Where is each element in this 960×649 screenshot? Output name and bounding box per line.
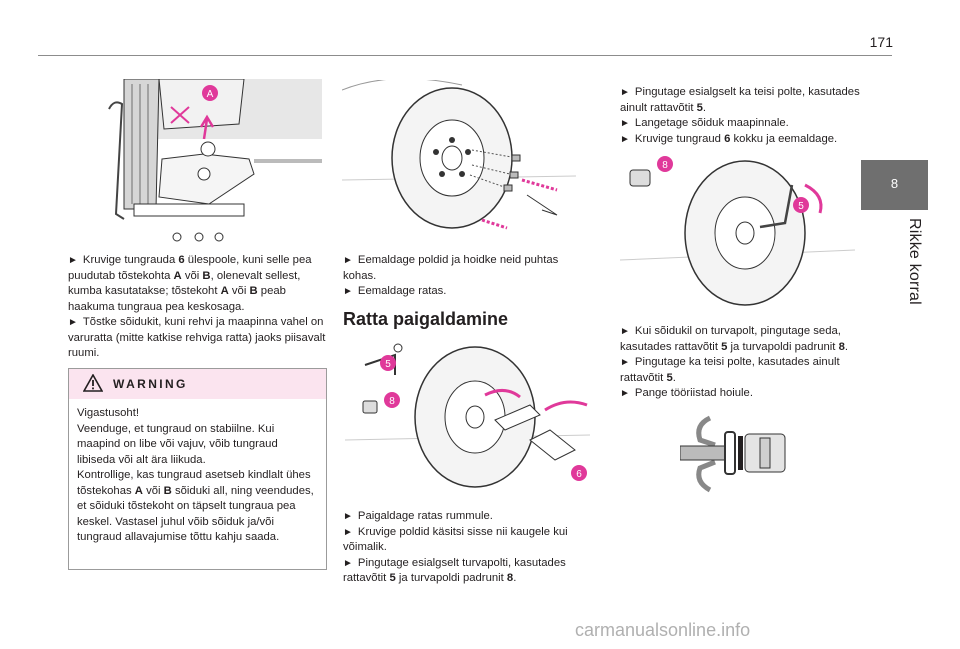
page-number: 171 (869, 34, 893, 50)
col2-lower-steps: ►Paigaldage ratas rummule. ►Kruvige pold… (343, 509, 593, 587)
col1-step-1: ►Kruvige tungrauda 6 ülespoole, kuni sel… (68, 254, 312, 313)
col1-step-2: ►Tõstke sõidukit, kuni rehvi ja maapinna… (68, 316, 326, 359)
callout-5: 5 (798, 201, 804, 212)
col2-step-3: ►Paigaldage ratas rummule. (343, 510, 493, 522)
warning-line-3: Kontrollige, kas tungraud asetseb kindla… (77, 469, 314, 543)
col3-upper-steps: ►Pingutage esialgselt ka teisi polte, ka… (620, 85, 875, 147)
callout-8: 8 (662, 160, 668, 171)
warning-header: WARNING (69, 369, 326, 399)
warning-line-2: Veenduge, et tungraud on stabiilne. Kui … (77, 422, 278, 466)
warning-box: WARNING Vigastusoht! Veenduge, et tungra… (68, 368, 327, 570)
col3-step-6: ►Pange tööriistad hoiule. (620, 387, 753, 399)
wheel-mounting-figure: 5 8 6 (345, 335, 590, 497)
step-arrow-icon: ► (620, 388, 630, 399)
col2-step-1: ►Eemaldage poldid ja hoidke neid puhtas … (343, 254, 559, 282)
col3-lower-steps: ►Kui sõidukil on turvapolt, pingutage se… (620, 324, 875, 402)
step-arrow-icon: ► (68, 317, 78, 328)
chapter-title: Rikke korral (906, 218, 923, 305)
callout-8: 8 (389, 396, 395, 407)
warning-title: WARNING (113, 377, 188, 391)
callout-5: 5 (385, 359, 391, 370)
jack-figure: A (104, 79, 322, 245)
step-arrow-icon: ► (68, 255, 78, 266)
col3-step-3: ►Kruvige tungraud 6 kokku ja eemaldage. (620, 132, 838, 145)
section-heading: Ratta paigaldamine (343, 309, 509, 329)
chapter-tab: 8 (861, 160, 928, 210)
step-arrow-icon: ► (343, 286, 353, 297)
step-arrow-icon: ► (620, 133, 630, 145)
col2-step-2: ►Eemaldage ratas. (343, 285, 447, 297)
step-arrow-icon: ► (343, 255, 353, 266)
step-arrow-icon: ► (620, 118, 630, 129)
warning-triangle-icon (83, 374, 103, 392)
warning-line-1: Vigastusoht! (77, 407, 139, 419)
step-arrow-icon: ► (343, 526, 353, 538)
callout-6: 6 (576, 469, 582, 480)
col3-step-2: ►Langetage sõiduk maapinnale. (620, 117, 789, 129)
step-arrow-icon: ► (620, 357, 630, 368)
callout-a: A (207, 89, 214, 100)
step-arrow-icon: ► (343, 511, 353, 522)
step-arrow-icon: ► (620, 87, 630, 98)
col2-step-4: ►Kruvige poldid käsitsi sisse nii kaugel… (343, 525, 568, 554)
col1-steps: ►Kruvige tungrauda 6 ülespoole, kuni sel… (68, 253, 328, 362)
bolt-detail-figure (680, 410, 792, 496)
bolts-removal-figure (342, 80, 576, 240)
header-rule (38, 55, 892, 56)
chapter-tab-number: 8 (890, 176, 899, 191)
warning-body: Vigastusoht! Veenduge, et tungraud on st… (69, 399, 326, 546)
col2-step-5: ►Pingutage esialgselt turvapolti, kasuta… (343, 556, 566, 585)
lock-bolt-figure: 8 5 (620, 155, 855, 312)
col3-step-4: ►Kui sõidukil on turvapolt, pingutage se… (620, 325, 848, 353)
step-arrow-icon: ► (343, 557, 353, 569)
col3-step-5: ►Pingutage ka teisi polte, kasutades ain… (620, 356, 840, 384)
watermark: carmanualsonline.info (575, 620, 751, 640)
col2-upper-steps: ►Eemaldage poldid ja hoidke neid puhtas … (343, 253, 593, 300)
step-arrow-icon: ► (620, 326, 630, 337)
col3-step-1: ►Pingutage esialgselt ka teisi polte, ka… (620, 86, 860, 114)
